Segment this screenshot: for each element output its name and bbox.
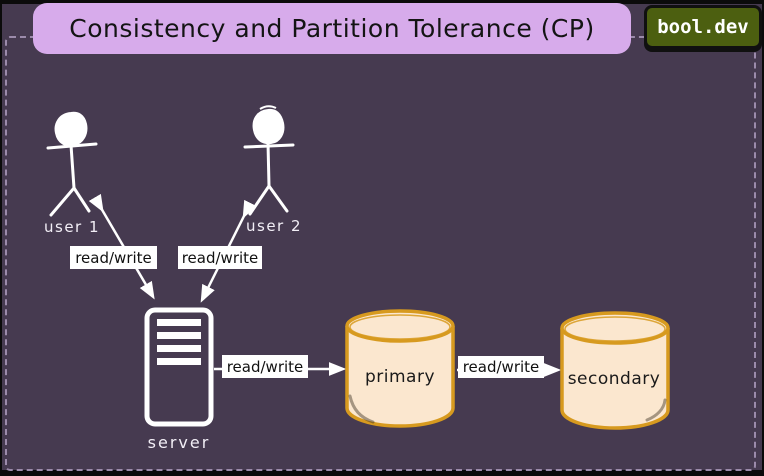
primary-db-label: primary	[364, 367, 436, 387]
user1-icon	[46, 111, 98, 217]
server-icon	[144, 307, 214, 427]
secondary-db-label: secondary	[567, 369, 661, 389]
user2-icon	[243, 105, 295, 216]
secondary-database-icon	[560, 311, 670, 430]
primary-database-icon	[345, 309, 455, 428]
brand-badge: bool.dev	[644, 5, 762, 49]
edge-label-user1-server: read/write	[70, 246, 157, 269]
user2-label: user 2	[246, 217, 303, 235]
user1-label: user 1	[44, 218, 101, 236]
edge-label-server-primary: read/write	[222, 355, 308, 378]
page-title: Consistency and Partition Tolerance (CP)	[69, 14, 595, 43]
edge-label-primary-secondary: read/write	[458, 356, 544, 378]
edge-label-user2-server: read/write	[178, 246, 262, 269]
page-title-box: Consistency and Partition Tolerance (CP)	[33, 3, 631, 54]
brand-badge-label: bool.dev	[657, 16, 749, 38]
server-label: server	[147, 433, 211, 452]
